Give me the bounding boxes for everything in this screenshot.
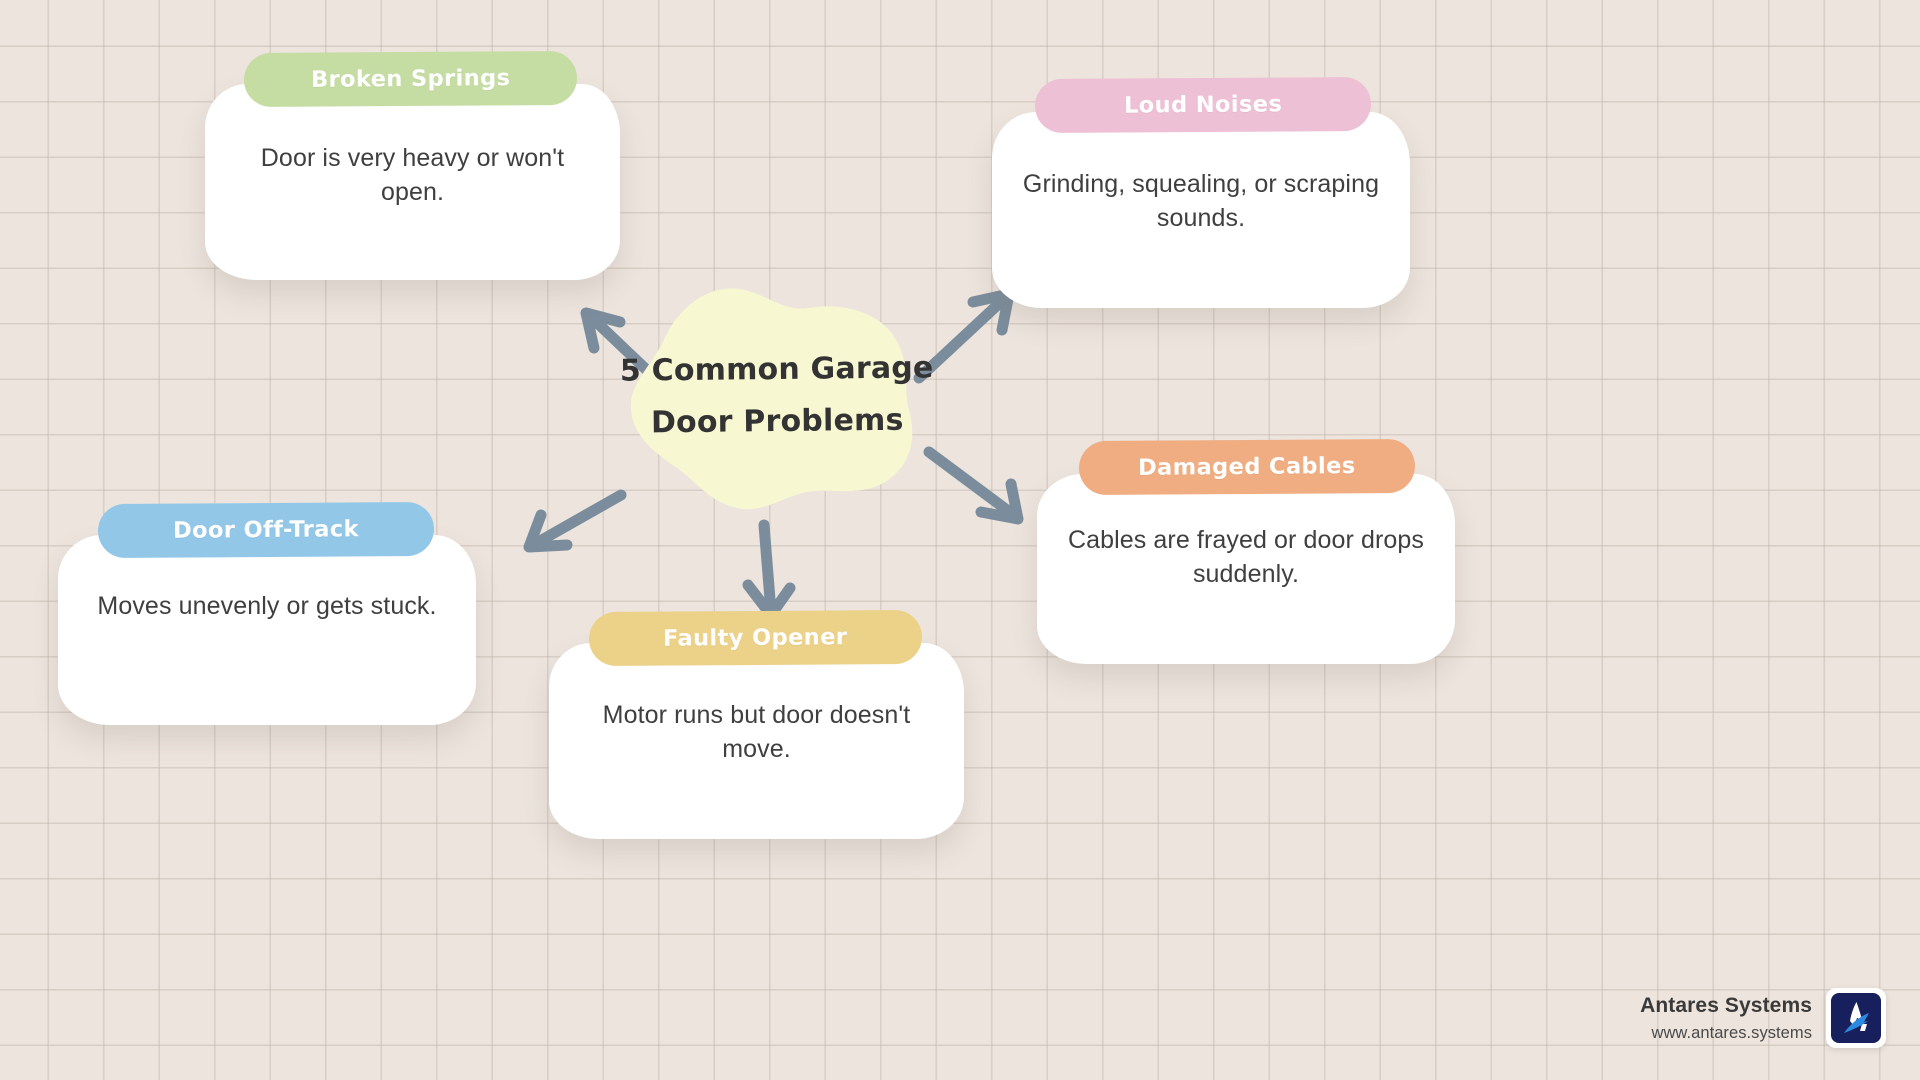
card-faulty-opener[interactable]: Motor runs but door doesn't move. bbox=[549, 643, 964, 839]
card-heading-faulty-opener: Faulty Opener bbox=[589, 609, 922, 667]
antares-a-logo-icon bbox=[1844, 1002, 1869, 1033]
brand-name: Antares Systems bbox=[1640, 994, 1812, 1018]
card-loud-noises[interactable]: Grinding, squealing, or scraping sounds. bbox=[992, 112, 1410, 308]
card-heading-label: Broken Springs bbox=[310, 65, 511, 93]
card-heading-damaged-cables: Damaged Cables bbox=[1079, 438, 1415, 496]
center-title-line1: 5 Common Garage bbox=[619, 350, 934, 389]
branding: Antares Systems www.antares.systems bbox=[1640, 988, 1886, 1048]
brand-logo-tile bbox=[1831, 993, 1881, 1043]
card-body-faulty-opener: Motor runs but door doesn't move. bbox=[602, 701, 911, 763]
card-heading-label: Loud Noises bbox=[1123, 91, 1283, 119]
blob-shape bbox=[630, 288, 913, 510]
branding-text: Antares Systems www.antares.systems bbox=[1640, 993, 1812, 1042]
card-body-damaged-cables: Cables are frayed or door drops suddenly… bbox=[1067, 526, 1425, 588]
card-heading-broken-springs: Broken Springs bbox=[244, 50, 577, 108]
card-damaged-cables[interactable]: Cables are frayed or door drops suddenly… bbox=[1037, 474, 1455, 664]
card-heading-loud-noises: Loud Noises bbox=[1035, 76, 1371, 134]
brand-url: www.antares.systems bbox=[1651, 1023, 1812, 1042]
brand-logo bbox=[1826, 988, 1886, 1048]
center-topic-blob: 5 Common Garage Door Problems bbox=[617, 276, 937, 516]
card-heading-door-off-track: Door Off-Track bbox=[98, 501, 434, 559]
card-body-loud-noises: Grinding, squealing, or scraping sounds. bbox=[1022, 170, 1380, 232]
card-broken-springs[interactable]: Door is very heavy or won't open. bbox=[205, 84, 620, 280]
arrow-down-left-icon bbox=[523, 489, 627, 553]
card-body-broken-springs: Door is very heavy or won't open. bbox=[260, 144, 565, 206]
card-body-door-off-track: Moves unevenly or gets stuck. bbox=[97, 592, 437, 620]
card-heading-label: Door Off-Track bbox=[172, 516, 360, 544]
arrow-down-icon bbox=[742, 519, 796, 621]
center-title-line2: Door Problems bbox=[650, 402, 904, 441]
center-title: 5 Common Garage Door Problems bbox=[616, 274, 938, 517]
card-door-off-track[interactable]: Moves unevenly or gets stuck. bbox=[58, 535, 476, 725]
card-heading-label: Faulty Opener bbox=[663, 624, 848, 652]
arrow-down-right-icon bbox=[923, 446, 1024, 525]
card-heading-label: Damaged Cables bbox=[1138, 453, 1356, 481]
